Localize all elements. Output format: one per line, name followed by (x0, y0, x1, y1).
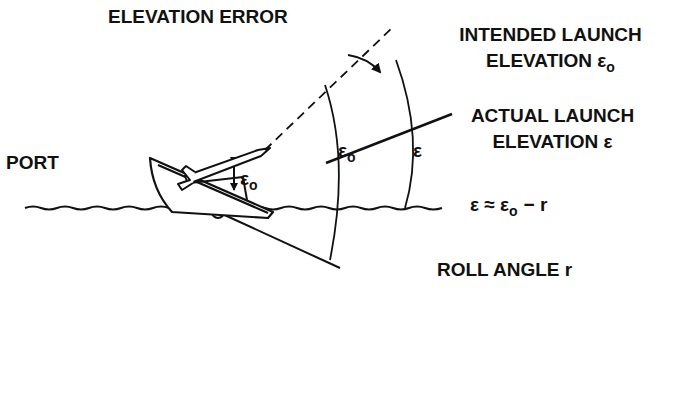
angle-symbol: ε (413, 140, 422, 161)
label-group: PORT (6, 150, 86, 176)
formula: ε ≈ ε (470, 194, 509, 215)
label-group: ELEVATION ERROR (108, 4, 348, 30)
subscript: o (606, 59, 615, 75)
label-group: ACTUAL LAUNCH ELEVATION ε (425, 103, 680, 155)
subscript: o (509, 203, 518, 219)
label-group: εo (240, 166, 280, 198)
label-group: ROLL ANGLE r (437, 257, 637, 283)
actual-label: ACTUAL LAUNCH ELEVATION ε (471, 105, 634, 152)
formula: − r (524, 194, 548, 215)
subscript: o (347, 149, 356, 165)
error-label: ELEVATION ERROR (108, 6, 288, 27)
elevation-lines (265, 28, 452, 163)
label-group: εo (338, 138, 378, 170)
angle-symbol: ε (240, 168, 249, 189)
label-group: ε ≈ εo − r (470, 192, 630, 224)
label-group: ε (413, 138, 443, 164)
subscript: o (249, 177, 258, 193)
roll-label: ROLL ANGLE r (437, 259, 572, 280)
angle-symbol: ε (338, 140, 347, 161)
side-label: PORT (6, 152, 59, 173)
label-group: INTENDED LAUNCH ELEVATION εo (418, 22, 683, 80)
angle-arcs (325, 60, 413, 260)
